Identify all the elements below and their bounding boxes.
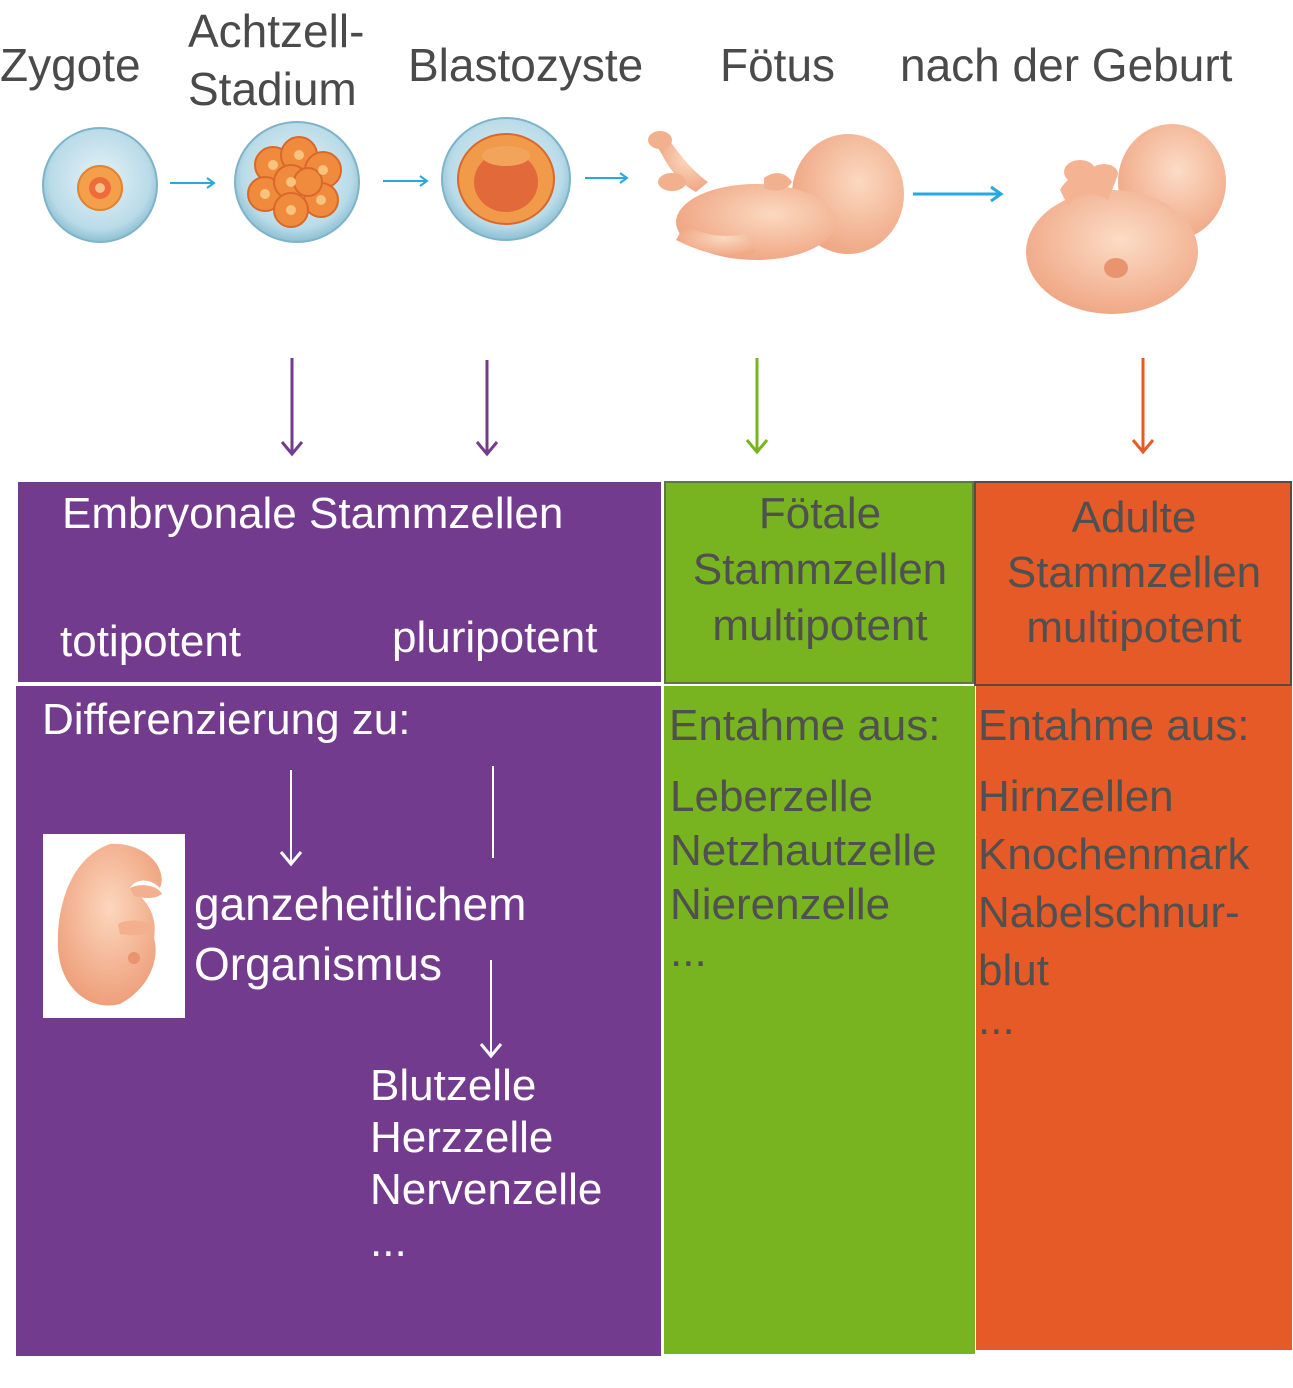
eight-cell-icon xyxy=(234,121,360,243)
arrow-totipotent-to-organism xyxy=(279,770,303,867)
list-item: Herzzelle xyxy=(370,1113,554,1162)
line-pluripotent xyxy=(492,766,494,858)
adult-title: Adulte Stammzellen multipotent xyxy=(1006,493,1262,652)
arrow-eight-cell-to-blastocyst xyxy=(383,175,429,187)
fetal-body-box xyxy=(664,686,975,1354)
embryo-icon xyxy=(57,843,162,1006)
list-item: Netzhautzelle xyxy=(670,826,937,875)
arrow-down-totipotent xyxy=(280,358,304,457)
pluripotent-label: pluripotent xyxy=(392,613,598,662)
embryonic-body-box xyxy=(16,686,661,1356)
arrow-down-fetal xyxy=(745,358,769,455)
list-item: blut xyxy=(978,946,1049,995)
list-item: Nierenzelle xyxy=(670,880,891,929)
fetal-source-list: Leberzelle Netzhautzelle Nierenzelle ... xyxy=(670,770,937,976)
totipotent-label: totipotent xyxy=(60,617,242,666)
list-item: ... xyxy=(370,1217,407,1266)
arrow-down-pluripotent xyxy=(475,360,499,457)
fetus-icon xyxy=(648,131,904,260)
fetal-title: Fötale Stammzellen multipotent xyxy=(692,489,948,650)
fetal-header-box xyxy=(664,481,974,684)
arrow-fetus-to-newborn xyxy=(913,185,1004,203)
zygote-icon xyxy=(42,127,158,243)
arrow-zygote-to-eight-cell xyxy=(170,177,216,189)
stage-label-zygote: Zygote xyxy=(0,39,141,91)
newborn-icon xyxy=(1026,124,1226,314)
fetal-source-label: Entahme aus: xyxy=(669,701,941,750)
adult-source-list: Hirnzellen Knochenmark Nabelschnur- blut… xyxy=(978,768,1250,1044)
arrow-pluripotent-to-cells xyxy=(479,960,503,1059)
differentiation-label: Differenzierung zu: xyxy=(42,695,411,744)
embryonic-title: Embryonale Stammzellen xyxy=(62,489,564,538)
arrow-down-adult xyxy=(1131,358,1155,455)
blastocyst-icon xyxy=(441,117,571,241)
list-item: Nervenzelle xyxy=(370,1165,603,1214)
stage-label-eight-cell: Achtzell- Stadium xyxy=(188,5,365,115)
arrow-blastocyst-to-fetus xyxy=(585,172,629,184)
organism-label: ganzeheitlichem Organismus xyxy=(194,878,527,990)
list-item: Nabelschnur- xyxy=(978,888,1240,937)
list-item: ... xyxy=(978,995,1015,1044)
list-item: Hirnzellen xyxy=(978,772,1174,821)
adult-source-label: Entahme aus: xyxy=(978,701,1250,750)
stage-label-after-birth: nach der Geburt xyxy=(900,39,1233,91)
stage-label-blastocyst: Blastozyste xyxy=(408,39,644,91)
list-item: ... xyxy=(670,927,707,976)
list-item: Blutzelle xyxy=(370,1061,537,1110)
adult-header-box xyxy=(974,481,1292,686)
adult-body-box xyxy=(976,686,1292,1350)
list-item: Knochenmark xyxy=(978,830,1250,879)
stage-label-fetus: Fötus xyxy=(720,39,836,91)
embryonic-header-box xyxy=(18,482,661,682)
list-item: Leberzelle xyxy=(670,772,874,821)
embryonic-cell-list: Blutzelle Herzzelle Nervenzelle ... xyxy=(370,1060,602,1268)
